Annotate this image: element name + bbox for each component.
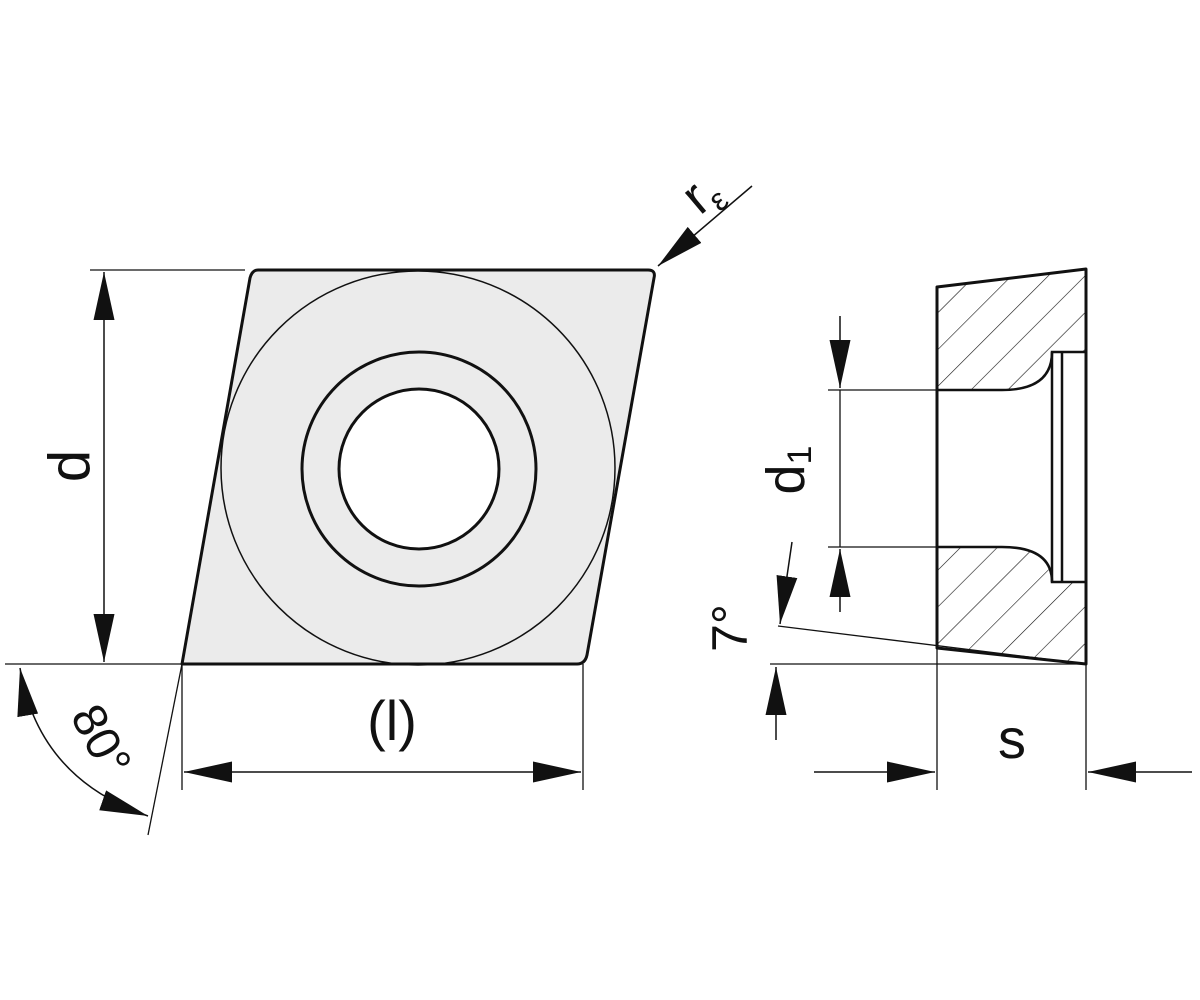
section-bore-void xyxy=(937,352,1062,582)
label-r-epsilon: rε xyxy=(670,161,735,230)
insert-top-view xyxy=(180,268,656,666)
dimension-angle-80: 80° xyxy=(17,663,183,836)
dimension-l: (l) xyxy=(181,664,584,790)
label-d1: d1 xyxy=(756,446,819,495)
bore-hole xyxy=(337,387,501,551)
label-l: (l) xyxy=(367,689,417,752)
dimension-angle-7: 7° xyxy=(702,541,1087,740)
label-d: d xyxy=(37,450,102,482)
inscribed-circle xyxy=(220,270,616,666)
dimension-d1: d1 xyxy=(756,316,937,612)
countersink-ring xyxy=(300,350,538,588)
dimension-s: s xyxy=(814,648,1192,790)
insert-side-view xyxy=(935,267,1088,666)
dimension-d: d xyxy=(5,269,245,665)
label-angle-7: 7° xyxy=(702,604,758,652)
label-s: s xyxy=(998,707,1026,770)
dimension-r-epsilon: rε xyxy=(657,161,753,267)
